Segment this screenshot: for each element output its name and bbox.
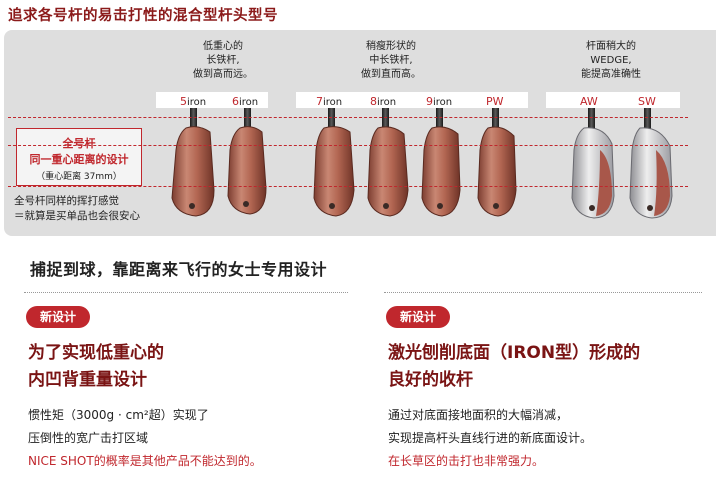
feature-text-line: 压倒性的宽广击打区域 xyxy=(28,431,149,445)
feature-text-line: 通过对底面接地面积的大幅消减， xyxy=(388,408,569,422)
feel-line-2: ＝就算是买单品也会很安心 xyxy=(14,210,140,222)
caption-line: 做到直而高。 xyxy=(361,69,421,80)
club-number: 6 xyxy=(232,95,239,108)
new-design-badge: 新设计 xyxy=(26,306,90,328)
group-caption-mid-irons: 稍瘦形状的 中长铁杆, 做到直而高。 xyxy=(336,40,446,82)
club-label-7iron: 7iron xyxy=(316,95,342,108)
caption-line: 低重心的 xyxy=(203,41,243,52)
feature-text-highlight: 在长草区的击打也非常强力。 xyxy=(388,454,545,468)
club-number: 5 xyxy=(180,95,187,108)
club-suffix: iron xyxy=(377,97,397,108)
club-head-pw xyxy=(477,108,517,217)
caption-line: 长铁杆, xyxy=(206,55,240,66)
feel-line-1: 全号杆同样的挥打感觉 xyxy=(14,195,119,207)
caption-line: WEDGE, xyxy=(590,55,632,66)
cog-line-1: 全号杆 xyxy=(62,137,96,150)
club-head-8iron xyxy=(367,108,409,217)
feature-title-line: 内凹背重量设计 xyxy=(28,370,147,390)
label-bar-wedge xyxy=(546,92,680,108)
caption-line: 杆面稍大的 xyxy=(586,41,636,52)
club-head-7iron xyxy=(313,108,355,217)
club-number: 7 xyxy=(316,95,323,108)
club-suffix: iron xyxy=(323,97,343,108)
club-number: 9 xyxy=(426,95,433,108)
club-head-sw xyxy=(629,108,673,219)
label-bar-long xyxy=(156,92,268,108)
club-head-5iron xyxy=(171,108,215,217)
feature-title-line: 为了实现低重心的 xyxy=(28,343,164,363)
group-caption-long-irons: 低重心的 长铁杆, 做到高而远。 xyxy=(168,40,278,82)
club-head-9iron xyxy=(421,108,461,217)
club-label-8iron: 8iron xyxy=(370,95,396,108)
label-bar-mid xyxy=(296,92,528,108)
club-label-6iron: 6iron xyxy=(232,95,258,108)
club-label-pw: PW xyxy=(486,95,504,108)
club-label-5iron: 5iron xyxy=(180,95,206,108)
feature-title-sole: 激光刨削底面（IRON型）形成的 良好的收杆 xyxy=(388,340,640,394)
caption-line: 能提高准确性 xyxy=(581,69,641,80)
center-of-gravity-box: 全号杆 同一重心距离的设计 （重心距离 37mm） xyxy=(16,128,142,186)
feature-title-line: 良好的收杆 xyxy=(388,370,473,390)
reference-line-bottom xyxy=(8,186,688,187)
reference-line-cog xyxy=(8,145,688,146)
cog-line-2: 同一重心距离的设计 xyxy=(29,153,129,166)
feature-text-line: 惯性矩（3000g · cm²超）实现了 xyxy=(28,408,209,422)
page-title: 追求各号杆的易击打性的混合型杆头型号 xyxy=(8,8,278,24)
club-label-9iron: 9iron xyxy=(426,95,452,108)
club-suffix: iron xyxy=(433,97,453,108)
reference-line-top xyxy=(8,117,688,118)
club-number: 8 xyxy=(370,95,377,108)
club-label-sw: SW xyxy=(638,95,656,108)
feature-text-weight: 惯性矩（3000g · cm²超）实现了 压倒性的宽广击打区域 NICE SHO… xyxy=(28,404,262,473)
divider-left xyxy=(24,292,348,293)
new-design-badge: 新设计 xyxy=(386,306,450,328)
feature-text-line: 实现提高杆头直线行进的新底面设计。 xyxy=(388,431,593,445)
club-suffix: iron xyxy=(187,97,207,108)
main-headline: 捕捉到球，靠距离来飞行的女士专用设计 xyxy=(30,260,328,279)
feature-text-highlight: NICE SHOT的概率是其他产品不能达到的。 xyxy=(28,454,262,468)
club-head-aw xyxy=(571,108,615,219)
club-heads-illustration xyxy=(171,108,673,219)
cog-line-3: （重心距离 37mm） xyxy=(36,172,122,182)
feel-note: 全号杆同样的挥打感觉 ＝就算是买单品也会很安心 xyxy=(14,194,140,224)
feature-text-sole: 通过对底面接地面积的大幅消减， 实现提高杆头直线行进的新底面设计。 在长草区的击… xyxy=(388,404,592,473)
caption-line: 中长铁杆, xyxy=(369,55,413,66)
caption-line: 稍瘦形状的 xyxy=(366,41,416,52)
club-label-aw: AW xyxy=(580,95,598,108)
group-caption-wedges: 杆面稍大的 WEDGE, 能提高准确性 xyxy=(556,40,666,82)
caption-line: 做到高而远。 xyxy=(193,69,253,80)
divider-right xyxy=(384,292,702,293)
feature-title-line: 激光刨削底面（IRON型）形成的 xyxy=(388,343,641,363)
club-head-6iron xyxy=(227,108,267,215)
feature-title-weight: 为了实现低重心的 内凹背重量设计 xyxy=(28,340,164,394)
club-suffix: iron xyxy=(239,97,259,108)
